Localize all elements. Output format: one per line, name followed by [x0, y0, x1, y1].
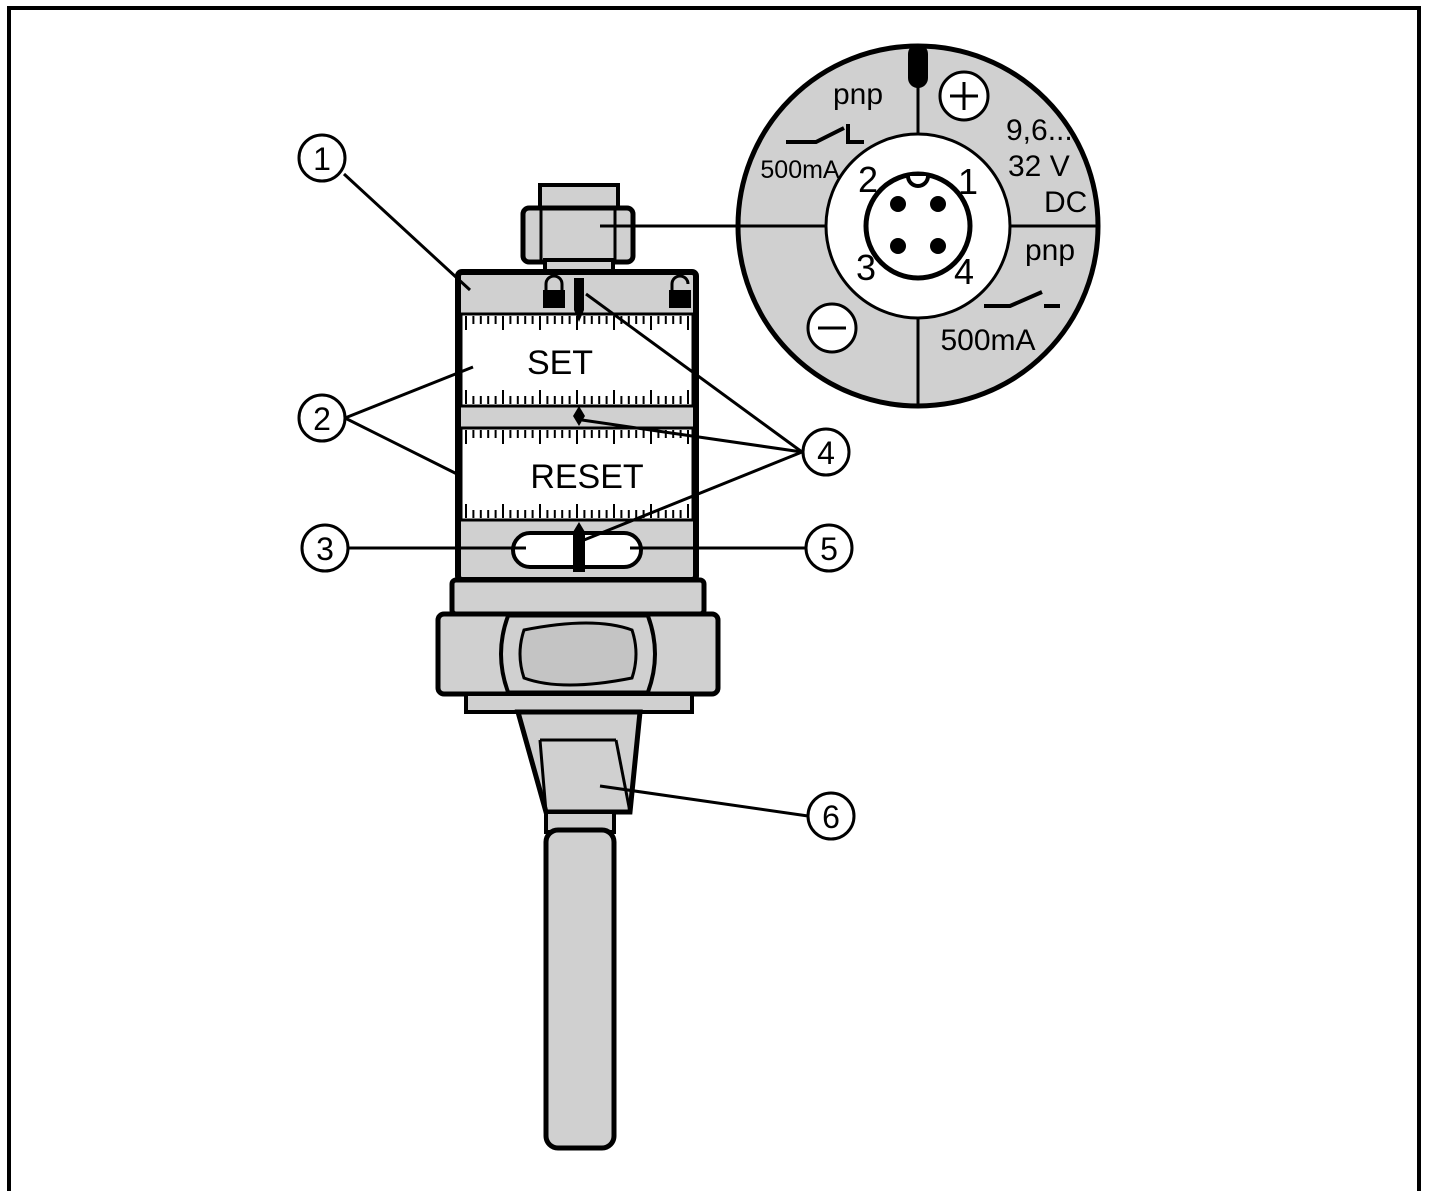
- callout-3: 3: [300, 523, 350, 573]
- led-pointer: [573, 522, 585, 572]
- output-right-current: 500mA: [940, 324, 1035, 357]
- minus-icon: [806, 302, 858, 354]
- supply-line3: DC: [1044, 186, 1087, 219]
- svg-text:5: 5: [820, 531, 838, 567]
- output-left-current: 500mA: [760, 156, 840, 184]
- pin-3-dot: [890, 238, 906, 254]
- callout-4: 4: [801, 427, 851, 477]
- set-pointer: [574, 278, 584, 322]
- figure-frame: [7, 6, 1421, 1191]
- reset-label: RESET: [530, 458, 643, 496]
- output-left-type: pnp: [833, 78, 883, 111]
- no-contact-icon: [984, 290, 1060, 308]
- pin-3-label: 3: [856, 247, 876, 288]
- pin-1-label: 1: [958, 161, 978, 202]
- svg-text:2: 2: [313, 401, 331, 437]
- pin-2-label: 2: [858, 159, 878, 200]
- svg-text:1: 1: [313, 141, 331, 177]
- nc-contact-icon: [786, 124, 864, 144]
- probe-rod: [543, 827, 617, 1151]
- pin-2-dot: [890, 196, 906, 212]
- output-right-type: pnp: [1025, 234, 1075, 267]
- supply-line1: 9,6...: [1006, 114, 1073, 147]
- svg-text:6: 6: [822, 799, 840, 835]
- pin-4-dot: [930, 238, 946, 254]
- pin-4-label: 4: [954, 251, 974, 292]
- connector-pinout: 2 1 3 4 9,6... 32 V DC pnp 500mA pnp: [735, 43, 1101, 409]
- plus-icon: [938, 70, 990, 122]
- callout-2: 2: [297, 393, 347, 443]
- lock-open-icon: [669, 274, 691, 308]
- svg-text:3: 3: [316, 531, 334, 567]
- scale-ticks: [465, 316, 689, 518]
- callout-6: 6: [806, 791, 856, 841]
- coding-key: [908, 44, 928, 88]
- pin-1-dot: [930, 196, 946, 212]
- svg-text:4: 4: [817, 435, 835, 471]
- supply-line2: 32 V: [1008, 150, 1070, 183]
- callout-1: 1: [297, 133, 347, 183]
- sensor-body: [435, 183, 721, 1151]
- callout-5: 5: [804, 523, 854, 573]
- thread-ring: [464, 692, 694, 714]
- flange: [449, 577, 707, 617]
- set-label: SET: [527, 344, 593, 382]
- lock-closed-icon: [543, 274, 565, 308]
